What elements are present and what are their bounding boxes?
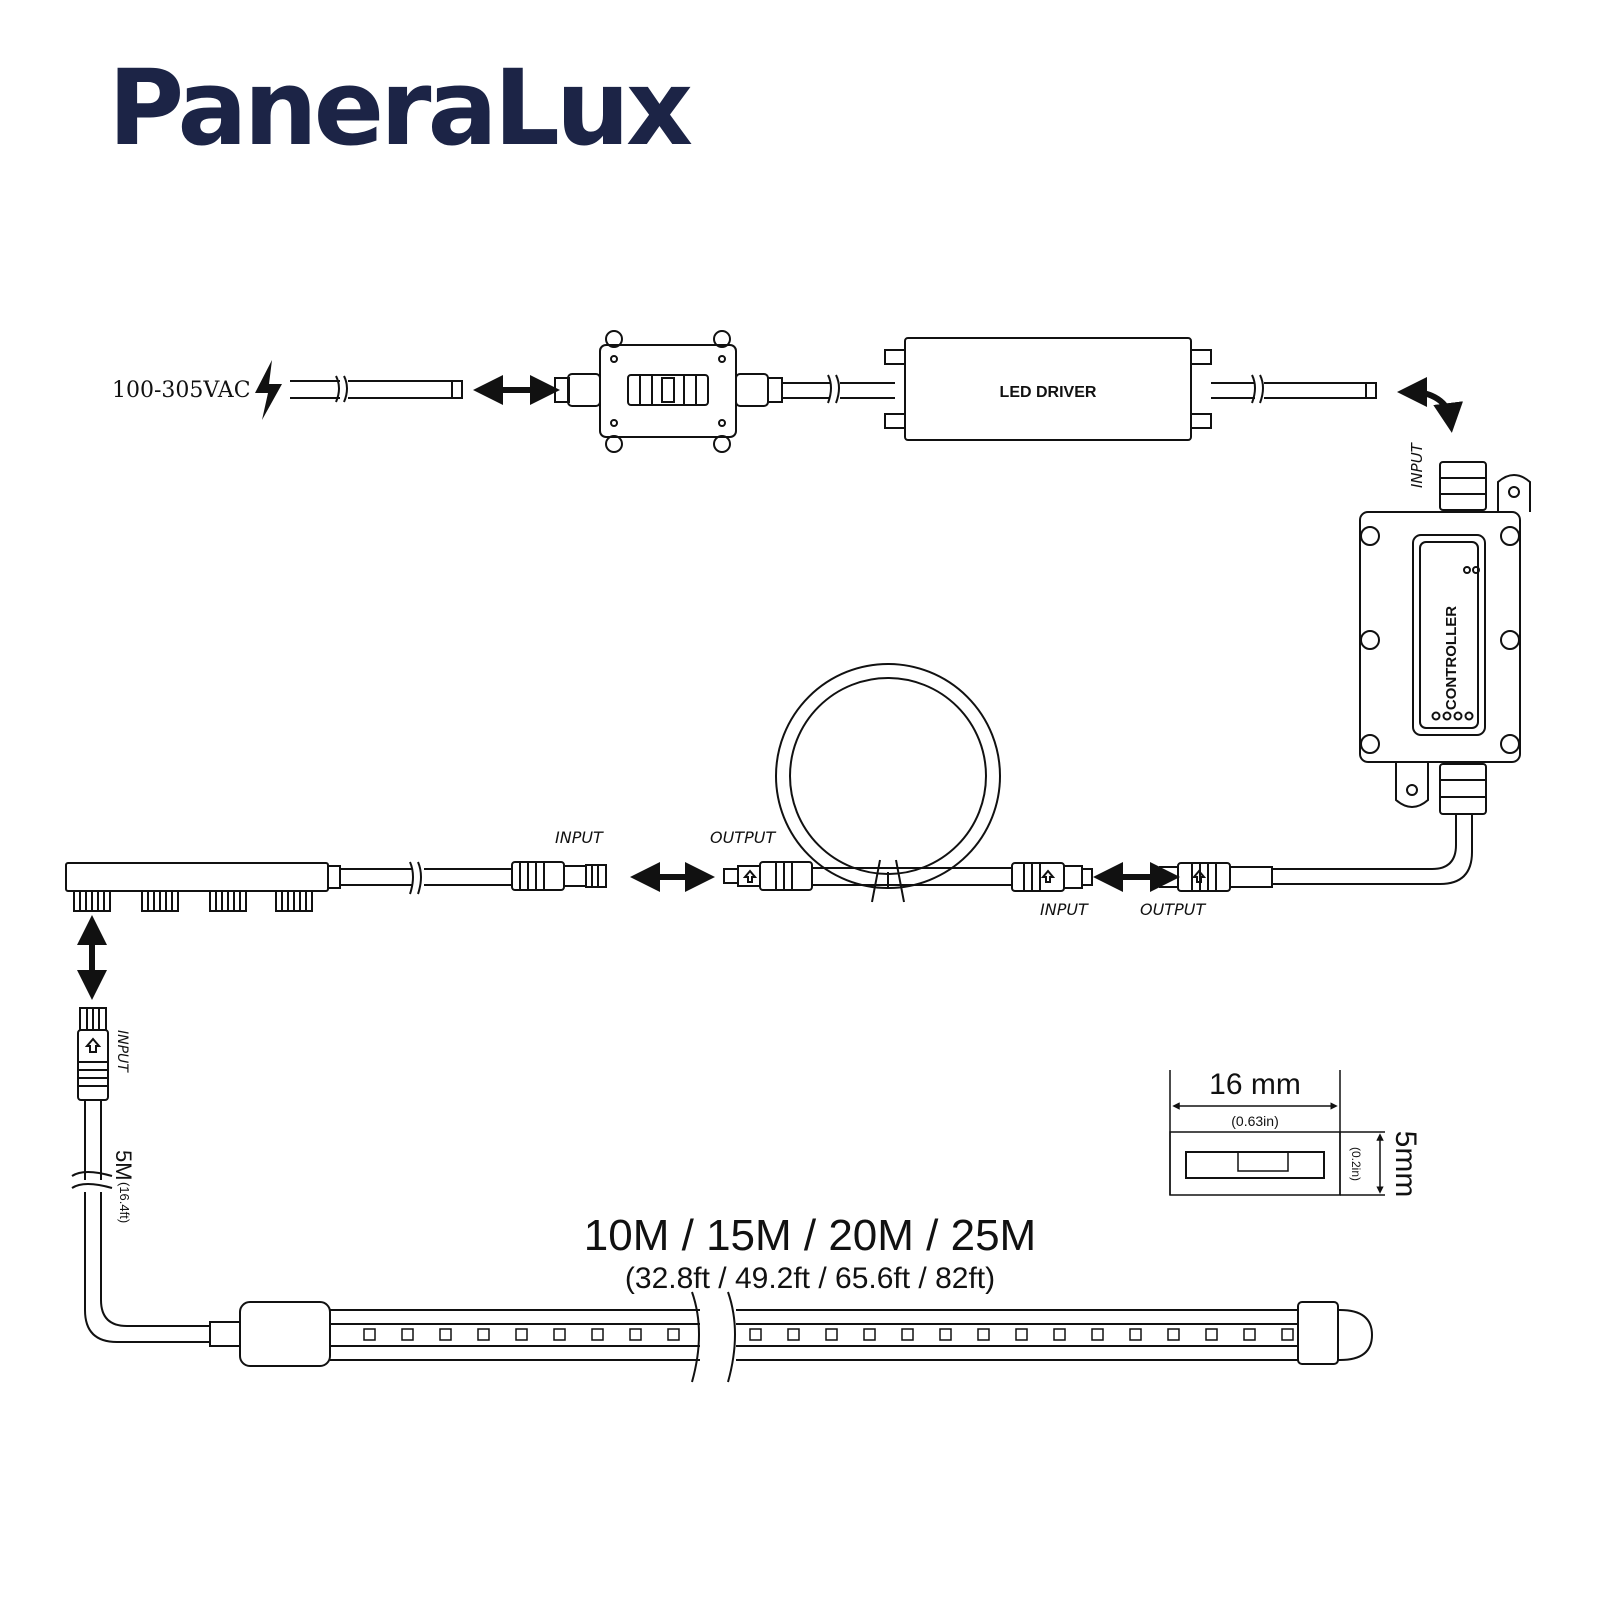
voltage-label: 100-305VAC bbox=[112, 378, 251, 403]
strip-input-connector bbox=[77, 1007, 109, 1101]
profile-height-label: 5mm bbox=[1389, 1131, 1422, 1198]
led-chip bbox=[1205, 1328, 1218, 1341]
strip-lengths-metric: 10M / 15M / 20M / 25M bbox=[584, 1211, 1036, 1260]
input-label: INPUT bbox=[555, 828, 604, 847]
profile-width-label: 16 mm bbox=[1209, 1068, 1301, 1101]
input-label: INPUT bbox=[1040, 900, 1089, 919]
led-chip bbox=[825, 1328, 838, 1341]
mains-cable bbox=[290, 375, 463, 403]
curved-arrow-icon bbox=[1397, 377, 1464, 433]
led-chip bbox=[1281, 1328, 1294, 1341]
led-chip bbox=[787, 1328, 800, 1341]
led-chip bbox=[977, 1328, 990, 1341]
brand-logo: PaneraLux bbox=[108, 47, 693, 169]
led-chip bbox=[1091, 1328, 1104, 1341]
driver-output-cable bbox=[1211, 374, 1377, 404]
connector-output-male bbox=[1159, 862, 1273, 892]
lead-length-label: 5M bbox=[111, 1150, 136, 1181]
profile-height-imperial-label: (0.2in) bbox=[1349, 1147, 1363, 1181]
led-chip bbox=[515, 1328, 528, 1341]
led-chip bbox=[1129, 1328, 1142, 1341]
led-chip bbox=[553, 1328, 566, 1341]
output-label: OUTPUT bbox=[710, 828, 776, 847]
led-chips bbox=[363, 1328, 1294, 1341]
led-chip bbox=[749, 1328, 762, 1341]
strip-input-label: INPUT bbox=[114, 1030, 130, 1073]
driver-input-cable bbox=[782, 374, 895, 404]
lightning-icon bbox=[255, 360, 282, 420]
junction-box bbox=[554, 330, 783, 453]
led-chip bbox=[1167, 1328, 1180, 1341]
extension-cable-coil bbox=[775, 663, 1012, 903]
led-chip bbox=[667, 1328, 680, 1341]
strip-lengths-imperial: (32.8ft / 49.2ft / 65.6ft / 82ft) bbox=[625, 1262, 995, 1295]
controller-output-cable bbox=[1272, 814, 1457, 870]
led-strip bbox=[209, 1291, 1374, 1383]
splitter-hub bbox=[65, 862, 341, 912]
controller-label: CONTROLLER bbox=[1443, 606, 1460, 710]
led-chip bbox=[1053, 1328, 1066, 1341]
controller-box bbox=[1359, 461, 1531, 815]
led-chip bbox=[401, 1328, 414, 1341]
output-label: OUTPUT bbox=[1140, 900, 1206, 919]
led-chip bbox=[591, 1328, 604, 1341]
connector-output-female bbox=[723, 861, 813, 891]
connector-input-male bbox=[511, 861, 607, 891]
led-chip bbox=[477, 1328, 490, 1341]
strip-lead-cable bbox=[71, 1100, 210, 1343]
led-chip bbox=[901, 1328, 914, 1341]
led-chip bbox=[363, 1328, 376, 1341]
lead-length-imperial-label: (16.4ft) bbox=[117, 1182, 132, 1223]
splitter-cable bbox=[340, 861, 512, 895]
led-chip bbox=[1015, 1328, 1028, 1341]
connector-input-female bbox=[1011, 862, 1093, 892]
profile-cross-section bbox=[1169, 1070, 1385, 1196]
led-driver bbox=[884, 337, 1212, 441]
led-chip bbox=[439, 1328, 452, 1341]
driver-label: LED DRIVER bbox=[1000, 384, 1097, 401]
led-chip bbox=[1243, 1328, 1256, 1341]
controller-input-label: INPUT bbox=[1408, 441, 1426, 488]
led-chip bbox=[939, 1328, 952, 1341]
led-chip bbox=[629, 1328, 642, 1341]
led-chip bbox=[863, 1328, 876, 1341]
profile-width-imperial-label: (0.63in) bbox=[1231, 1113, 1278, 1129]
